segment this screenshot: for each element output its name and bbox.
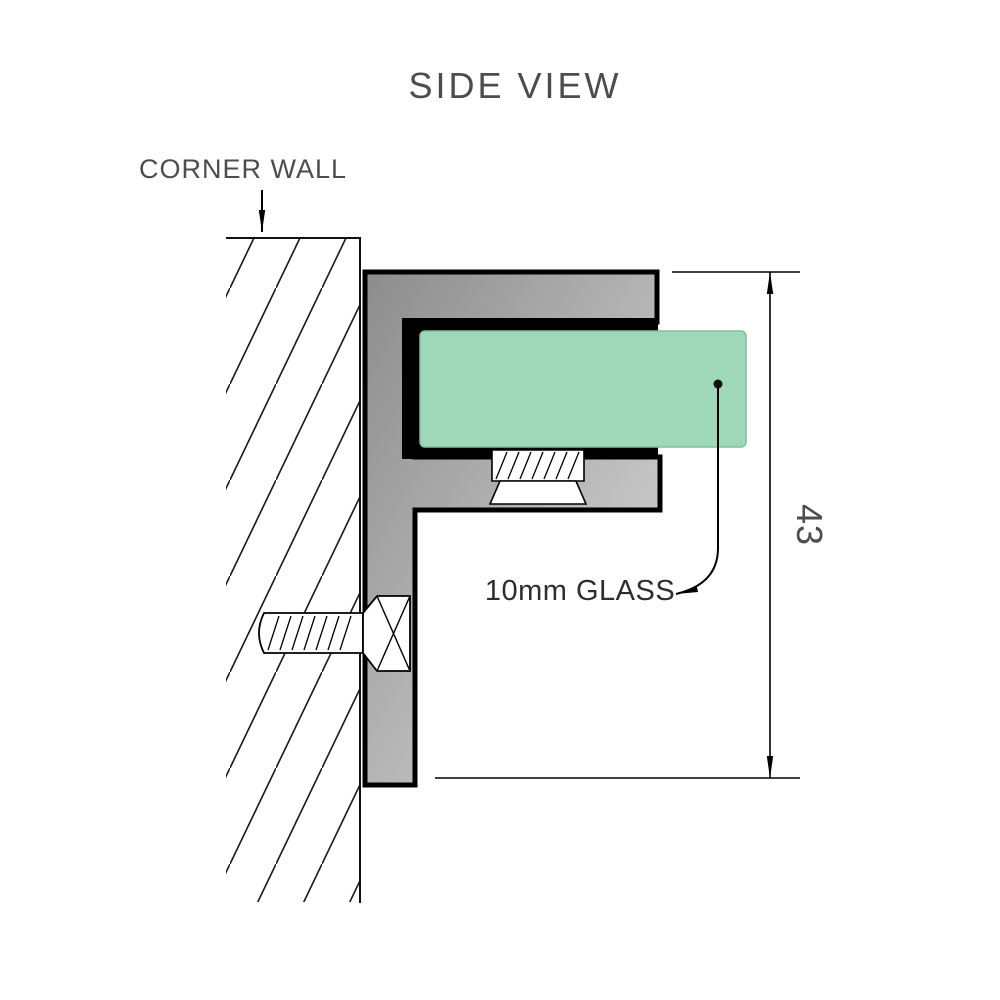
dimension-43 bbox=[435, 271, 800, 779]
glass-panel bbox=[419, 330, 747, 448]
wall-screw-shaft bbox=[258, 612, 364, 654]
grub-screw-head bbox=[488, 480, 588, 505]
wall-screw bbox=[258, 595, 411, 672]
wall-hatching bbox=[226, 238, 360, 902]
clamp-bracket bbox=[362, 269, 663, 788]
glass-leader-line bbox=[675, 388, 719, 595]
glass-label: 10mm GLASS bbox=[485, 575, 675, 607]
wall-line bbox=[226, 237, 361, 903]
wall-screw-head bbox=[362, 595, 411, 672]
grub-screw-threads bbox=[495, 451, 580, 480]
leader-dot bbox=[713, 379, 723, 389]
page-title: SIDE VIEW bbox=[408, 65, 621, 106]
grub-screw bbox=[488, 449, 588, 505]
dimension-value: 43 bbox=[789, 504, 830, 546]
wall-screw-threads bbox=[267, 615, 352, 651]
corner-wall-label: CORNER WALL bbox=[139, 154, 347, 184]
